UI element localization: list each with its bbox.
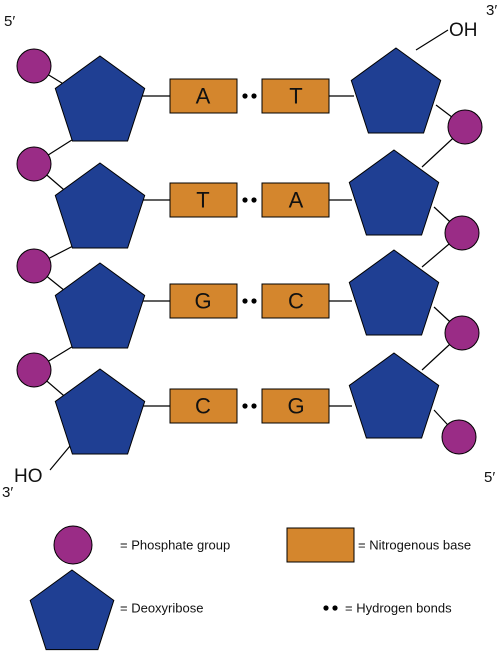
deoxyribose-left-2 [54, 162, 146, 249]
phosphate-right-1 [447, 109, 483, 145]
legend-hydrogen-label: = Hydrogen bonds [345, 601, 452, 616]
hydrogen-bond-dot [242, 93, 248, 99]
deoxyribose-right-3 [348, 249, 440, 336]
deoxyribose-left-1 [54, 55, 146, 142]
legend-phosphate-symbol [53, 525, 93, 565]
hydrogen-bond-dot [242, 197, 248, 203]
ho-bond [49, 445, 71, 471]
legend-base-label: = Nitrogenous base [358, 538, 471, 553]
phosphate-left-1 [16, 48, 52, 84]
three-prime-bottom-label: 3′ [2, 484, 13, 501]
base-letter-right-2: A [289, 188, 304, 213]
base-letter-left-3: G [194, 289, 211, 314]
base-right-3 [261, 283, 330, 319]
hydrogen-bond-dot [251, 197, 257, 203]
phosphate-left-3 [16, 248, 52, 284]
legend-deoxyribose-label: = Deoxyribose [120, 601, 203, 616]
phosphate-right-3 [444, 315, 480, 351]
legend-hydrogen-dot [323, 605, 329, 611]
phosphate-right-2 [444, 215, 480, 251]
legend-phosphate-label: = Phosphate group [120, 538, 230, 553]
phosphate-right-4 [441, 419, 477, 455]
base-right-2 [261, 182, 330, 218]
base-letters: A T T A G C C G [194, 84, 304, 419]
base-letter-right-4: G [287, 394, 304, 419]
base-right-1 [261, 78, 330, 114]
hydrogen-bond-dot [242, 298, 248, 304]
oh-bond [415, 29, 449, 51]
oh-top-label: OH [449, 20, 478, 41]
molecule-shapes [16, 47, 483, 651]
hydrogen-bond-dot [251, 298, 257, 304]
deoxyribose-right-4 [348, 352, 440, 439]
hydrogen-bond-dot [251, 403, 257, 409]
deoxyribose-left-4 [54, 368, 146, 455]
deoxyribose-right-1 [350, 47, 442, 134]
hydrogen-bond-dot [242, 403, 248, 409]
phosphate-left-4 [16, 352, 52, 388]
base-letter-right-1: T [289, 84, 302, 109]
base-letter-left-1: A [196, 84, 211, 109]
hydrogen-bond-dot [251, 93, 257, 99]
ho-bottom-label: HO [14, 466, 43, 487]
base-letter-left-4: C [195, 394, 211, 419]
deoxyribose-left-3 [54, 262, 146, 349]
base-letter-right-3: C [288, 289, 304, 314]
phosphate-left-2 [16, 146, 52, 182]
five-prime-top-label: 5′ [4, 13, 15, 30]
base-left-2 [169, 182, 238, 218]
base-right-4 [261, 388, 330, 424]
legend-deoxyribose-symbol [29, 569, 115, 651]
base-left-3 [169, 283, 238, 319]
deoxyribose-right-2 [348, 149, 440, 236]
base-left-4 [169, 388, 238, 424]
base-left-1 [169, 78, 238, 114]
legend-base-symbol [286, 527, 355, 563]
legend-hydrogen-dot [332, 605, 338, 611]
three-prime-top-label: 3′ [486, 2, 497, 19]
base-letter-left-2: T [196, 188, 209, 213]
five-prime-bottom-label: 5′ [484, 469, 495, 486]
legend: = Phosphate group = Nitrogenous base = D… [120, 538, 471, 616]
